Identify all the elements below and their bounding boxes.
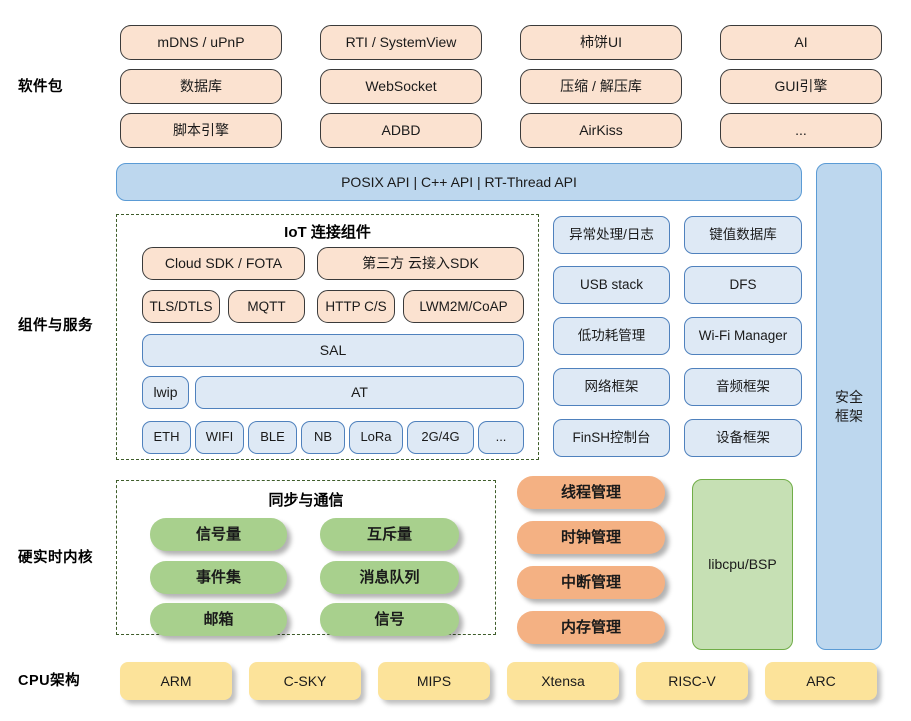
row-label-cpu-architecture: CPU架构 bbox=[18, 673, 81, 689]
kernel-management-box[interactable]: 时钟管理 bbox=[517, 521, 665, 554]
api-layer-bar[interactable]: POSIX API | C++ API | RT-Thread API bbox=[116, 163, 802, 201]
transport-box[interactable]: ETH bbox=[142, 421, 191, 454]
iot-box[interactable]: LWM2M/CoAP bbox=[403, 290, 524, 323]
software-package-box[interactable]: 压缩 / 解压库 bbox=[520, 69, 682, 104]
cpu-arch-box[interactable]: C-SKY bbox=[249, 662, 361, 700]
cpu-arch-box[interactable]: RISC-V bbox=[636, 662, 748, 700]
cpu-arch-box[interactable]: Xtensa bbox=[507, 662, 619, 700]
iot-box[interactable]: HTTP C/S bbox=[317, 290, 395, 323]
component-box[interactable]: 网络框架 bbox=[553, 368, 670, 406]
transport-box[interactable]: BLE bbox=[248, 421, 297, 454]
security-framework-box[interactable]: 安全 框架 bbox=[816, 163, 882, 650]
component-box[interactable]: 设备框架 bbox=[684, 419, 802, 457]
kernel-sync-box[interactable]: 信号 bbox=[320, 603, 459, 636]
component-box[interactable]: 键值数据库 bbox=[684, 216, 802, 254]
transport-box[interactable]: WIFI bbox=[195, 421, 244, 454]
software-package-box[interactable]: WebSocket bbox=[320, 69, 482, 104]
cpu-arch-box[interactable]: ARC bbox=[765, 662, 877, 700]
software-package-box[interactable]: mDNS / uPnP bbox=[120, 25, 282, 60]
kernel-management-box[interactable]: 中断管理 bbox=[517, 566, 665, 599]
component-box[interactable]: DFS bbox=[684, 266, 802, 304]
component-box[interactable]: 音频框架 bbox=[684, 368, 802, 406]
transport-box[interactable]: LoRa bbox=[349, 421, 403, 454]
iot-connectivity-group-frame bbox=[116, 214, 539, 460]
at-box[interactable]: AT bbox=[195, 376, 524, 409]
iot-connectivity-group-title: IoT 连接组件 bbox=[284, 224, 371, 241]
software-package-box[interactable]: 脚本引擎 bbox=[120, 113, 282, 148]
sal-box[interactable]: SAL bbox=[142, 334, 524, 367]
cpu-arch-box[interactable]: ARM bbox=[120, 662, 232, 700]
component-box[interactable]: 低功耗管理 bbox=[553, 317, 670, 355]
kernel-sync-box[interactable]: 事件集 bbox=[150, 561, 287, 594]
row-label-software-packages: 软件包 bbox=[18, 79, 63, 95]
software-package-box[interactable]: 数据库 bbox=[120, 69, 282, 104]
security-framework-line1: 安全 bbox=[835, 388, 863, 405]
transport-box[interactable]: ... bbox=[478, 421, 524, 454]
software-package-box[interactable]: AI bbox=[720, 25, 882, 60]
software-package-box[interactable]: 柿饼UI bbox=[520, 25, 682, 60]
software-package-box[interactable]: ... bbox=[720, 113, 882, 148]
kernel-sync-group-frame bbox=[116, 480, 496, 635]
transport-box[interactable]: 2G/4G bbox=[407, 421, 474, 454]
kernel-management-box[interactable]: 线程管理 bbox=[517, 476, 665, 509]
row-label-hard-realtime-kernel: 硬实时内核 bbox=[18, 550, 93, 566]
cpu-arch-box[interactable]: MIPS bbox=[378, 662, 490, 700]
iot-box[interactable]: 第三方 云接入SDK bbox=[317, 247, 524, 280]
component-box[interactable]: 异常处理/日志 bbox=[553, 216, 670, 254]
component-box[interactable]: USB stack bbox=[553, 266, 670, 304]
libcpu-bsp-box[interactable]: libcpu/BSP bbox=[692, 479, 793, 650]
iot-box[interactable]: MQTT bbox=[228, 290, 305, 323]
software-package-box[interactable]: GUI引擎 bbox=[720, 69, 882, 104]
software-package-box[interactable]: RTI / SystemView bbox=[320, 25, 482, 60]
kernel-management-box[interactable]: 内存管理 bbox=[517, 611, 665, 644]
security-framework-line2: 框架 bbox=[835, 407, 863, 424]
iot-box[interactable]: TLS/DTLS bbox=[142, 290, 220, 323]
component-box[interactable]: Wi-Fi Manager bbox=[684, 317, 802, 355]
kernel-sync-box[interactable]: 信号量 bbox=[150, 518, 287, 551]
iot-box[interactable]: Cloud SDK / FOTA bbox=[142, 247, 305, 280]
lwip-box[interactable]: lwip bbox=[142, 376, 189, 409]
transport-box[interactable]: NB bbox=[301, 421, 345, 454]
kernel-sync-box[interactable]: 消息队列 bbox=[320, 561, 459, 594]
software-package-box[interactable]: AirKiss bbox=[520, 113, 682, 148]
row-label-components-services: 组件与服务 bbox=[18, 318, 93, 334]
kernel-sync-box[interactable]: 邮箱 bbox=[150, 603, 287, 636]
software-package-box[interactable]: ADBD bbox=[320, 113, 482, 148]
kernel-sync-box[interactable]: 互斥量 bbox=[320, 518, 459, 551]
kernel-sync-group-title: 同步与通信 bbox=[268, 492, 344, 509]
component-box[interactable]: FinSH控制台 bbox=[553, 419, 670, 457]
